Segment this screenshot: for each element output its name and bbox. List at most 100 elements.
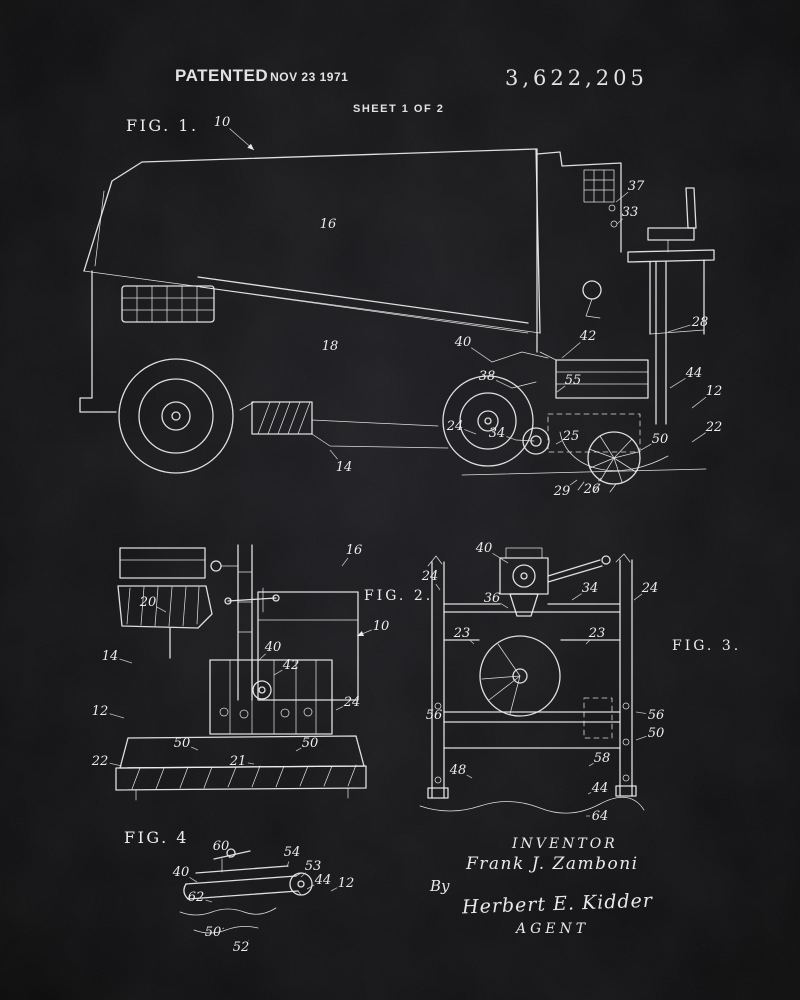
leader-line bbox=[329, 449, 338, 460]
ref-numeral: 40 bbox=[264, 640, 282, 655]
leader-line bbox=[222, 927, 225, 929]
ref-numeral: 14 bbox=[336, 460, 353, 475]
ref-numeral: 24 bbox=[446, 419, 464, 434]
ref-numeral: 24 bbox=[343, 695, 361, 710]
ref-numeral: 42 bbox=[282, 658, 300, 673]
inventor-name: Frank J. Zamboni bbox=[466, 854, 639, 874]
ref-numeral: 44 bbox=[314, 873, 332, 888]
ref-numeral: 38 bbox=[479, 369, 496, 384]
leader-line bbox=[435, 583, 441, 591]
ref-numeral: 24 bbox=[421, 569, 439, 584]
ref-numeral: 22 bbox=[705, 420, 723, 435]
leader-line bbox=[341, 557, 349, 567]
ref-numeral: 56 bbox=[648, 708, 665, 723]
leader-line bbox=[471, 347, 493, 363]
leader-line bbox=[598, 477, 602, 482]
sheet-label: SHEET 1 OF 2 bbox=[353, 103, 445, 115]
leader-line bbox=[109, 762, 123, 767]
leader-line bbox=[300, 872, 306, 878]
leader-line bbox=[667, 324, 691, 333]
ref-numeral: 34 bbox=[489, 426, 506, 441]
fig2-line-art bbox=[115, 544, 367, 801]
leader-line bbox=[500, 602, 509, 609]
agent-label: AGENT bbox=[516, 921, 590, 937]
ref-numeral: 62 bbox=[188, 890, 205, 905]
leader-line bbox=[226, 853, 231, 859]
fig4-caption: FIG. 4 bbox=[124, 828, 189, 847]
leader-line bbox=[273, 669, 283, 676]
leader-line bbox=[585, 639, 591, 645]
leader-line bbox=[286, 861, 290, 868]
ref-numeral: 20 bbox=[139, 595, 157, 610]
ref-numeral: 33 bbox=[622, 205, 639, 220]
ref-numeral: 53 bbox=[305, 859, 322, 874]
fig2-caption: FIG. 2. bbox=[364, 588, 433, 604]
ref-numeral: 56 bbox=[426, 708, 443, 723]
leader-line bbox=[119, 658, 133, 664]
leader-line bbox=[691, 396, 707, 409]
leader-line bbox=[556, 385, 566, 393]
leader-line bbox=[571, 593, 582, 601]
leader-line bbox=[640, 443, 652, 451]
ref-numeral: 12 bbox=[706, 384, 723, 399]
leader-line bbox=[588, 762, 594, 767]
leader-line bbox=[330, 887, 338, 892]
leader-arrowhead bbox=[247, 143, 254, 150]
leader-line bbox=[443, 711, 447, 713]
patented-label: PATENTED bbox=[175, 66, 269, 85]
fig3-caption: FIG. 3. bbox=[672, 638, 741, 654]
ref-numeral: 12 bbox=[92, 704, 109, 719]
patented-row: PATENTED NOV 23 1971 bbox=[175, 66, 348, 86]
leader-line bbox=[205, 899, 213, 903]
ref-numeral: 14 bbox=[102, 649, 119, 664]
ref-numeral: 42 bbox=[579, 329, 597, 344]
leader-line bbox=[189, 876, 198, 883]
leader-arrowhead bbox=[357, 631, 364, 637]
ref-numeral: 10 bbox=[214, 115, 231, 130]
ref-numeral: 25 bbox=[562, 429, 580, 444]
leader-line bbox=[466, 774, 473, 779]
ref-numeral: 50 bbox=[174, 736, 191, 751]
fig3-line-art bbox=[419, 547, 645, 814]
fig1-line-art bbox=[79, 148, 715, 493]
ref-numeral: 50 bbox=[302, 736, 319, 751]
ref-numeral: 16 bbox=[346, 543, 363, 558]
fig1-caption: FIG. 1. bbox=[126, 116, 199, 135]
ref-numeral: 36 bbox=[484, 591, 501, 606]
ref-numeral: 40 bbox=[172, 865, 190, 880]
leader-line bbox=[492, 552, 509, 564]
patent-date: NOV 23 1971 bbox=[270, 70, 349, 84]
inventor-label: INVENTOR bbox=[512, 836, 618, 852]
ref-numeral: 26 bbox=[583, 482, 601, 497]
fig4-line-art bbox=[179, 848, 313, 934]
leader-line bbox=[587, 792, 592, 795]
leader-line bbox=[635, 735, 647, 741]
ref-numeral: 10 bbox=[373, 619, 390, 634]
leader-line bbox=[615, 191, 629, 203]
ref-numeral: 44 bbox=[591, 781, 609, 796]
ref-numeral: 40 bbox=[475, 541, 493, 556]
ref-numeral: 23 bbox=[588, 626, 606, 641]
leader-line bbox=[569, 479, 578, 486]
ref-numeral: 18 bbox=[322, 339, 339, 354]
ref-numeral: 54 bbox=[284, 845, 301, 860]
ref-numeral: 28 bbox=[691, 315, 709, 330]
leader-line bbox=[247, 762, 255, 765]
ref-numeral: 50 bbox=[652, 432, 669, 447]
leader-line bbox=[669, 377, 686, 389]
ref-numeral: 50 bbox=[648, 726, 665, 741]
ref-numeral: 34 bbox=[582, 581, 599, 596]
ref-numeral: 48 bbox=[449, 763, 467, 778]
ref-numeral: 44 bbox=[685, 366, 703, 381]
leader-line bbox=[495, 379, 513, 389]
patent-number: 3,622,205 bbox=[505, 66, 648, 90]
ref-numeral: 60 bbox=[213, 839, 230, 854]
ref-numeral: 21 bbox=[229, 754, 247, 769]
